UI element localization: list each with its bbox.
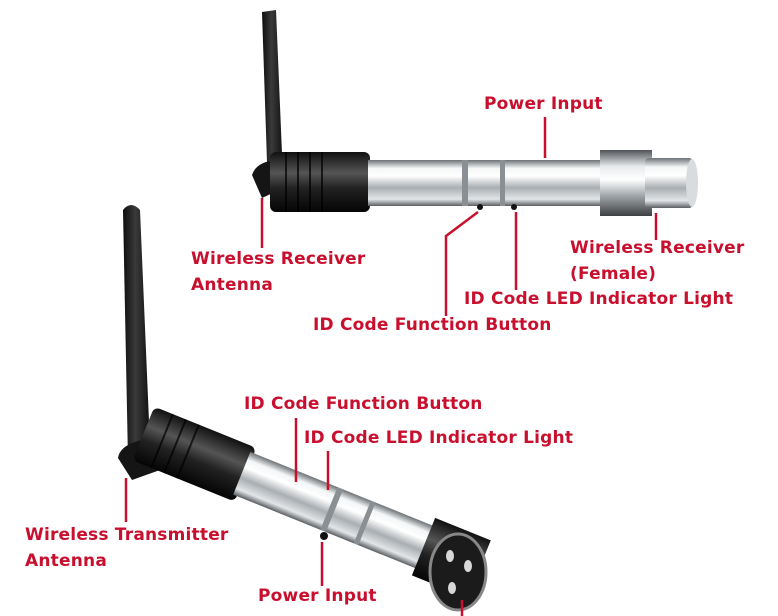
transmitter-antenna: [123, 205, 150, 460]
receiver-antenna-label: Wireless Receiver: [191, 249, 366, 269]
receiver-body: [368, 160, 608, 206]
transmitter-power-input-label: Power Input: [258, 586, 377, 606]
receiver-button-hole: [477, 204, 483, 210]
receiver-grip: [270, 152, 370, 212]
transmitter-power-hole: [320, 532, 328, 540]
transmitter-antenna-label-line2: Antenna: [25, 551, 107, 571]
transmitter-pin-face: [428, 532, 488, 612]
transmitter-grip: [134, 408, 255, 500]
transmitter-device: [118, 205, 491, 612]
transmitter-antenna-label: Wireless Transmitter: [25, 525, 229, 545]
receiver-led-hole: [511, 204, 517, 210]
receiver-connector-label-line2: (Female): [570, 264, 657, 284]
receiver-button-label: ID Code Function Button: [313, 315, 552, 335]
receiver-device: [252, 10, 698, 216]
receiver-led-label: ID Code LED Indicator Light: [464, 289, 734, 309]
receiver-power-input-label: Power Input: [484, 94, 603, 114]
transmitter-led-label: ID Code LED Indicator Light: [304, 428, 574, 448]
leader-lines: [124, 117, 658, 616]
receiver-female-connector: [600, 150, 652, 216]
receiver-antenna: [262, 10, 283, 192]
receiver-connector-label: Wireless Receiver: [570, 238, 745, 258]
transmitter-button-label: ID Code Function Button: [244, 394, 483, 414]
receiver-antenna-label-line2: Antenna: [191, 275, 273, 295]
